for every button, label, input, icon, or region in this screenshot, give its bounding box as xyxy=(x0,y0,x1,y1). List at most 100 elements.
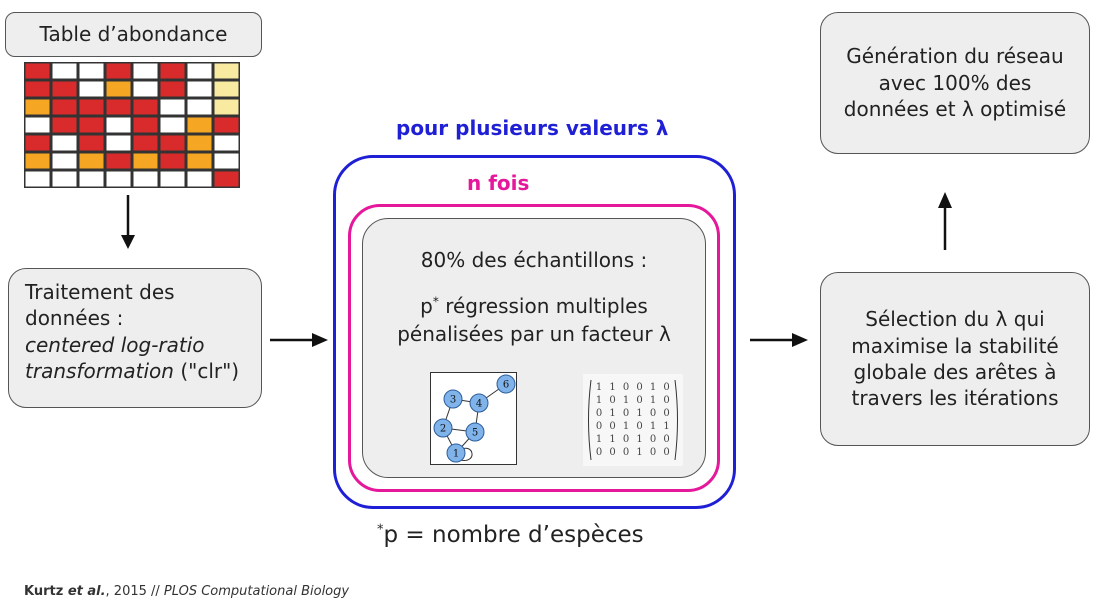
graph-node-label: 3 xyxy=(450,395,456,406)
heatmap-cell xyxy=(160,153,185,169)
matrix-cell: 0 xyxy=(636,382,642,393)
heatmap-cell xyxy=(133,153,158,169)
graph-node-label: 2 xyxy=(440,424,446,435)
matrix-cell: 1 xyxy=(636,434,642,445)
generation-line-1: Génération du réseau xyxy=(846,44,1064,69)
heatmap-cell xyxy=(52,99,77,115)
abundance-heatmap xyxy=(24,62,240,188)
core-line-1: 80% des échantillons : xyxy=(420,248,648,272)
heatmap-cell xyxy=(106,63,131,79)
heatmap-cell xyxy=(52,81,77,97)
matrix-cell: 0 xyxy=(650,408,656,419)
heatmap-cell xyxy=(214,81,239,97)
graph-node xyxy=(446,443,466,463)
matrix-cell: 1 xyxy=(623,421,629,432)
matrix-cell: 1 xyxy=(596,382,602,393)
heatmap-cell xyxy=(106,99,131,115)
heatmap-cell xyxy=(52,153,77,169)
heatmap-cell xyxy=(133,99,158,115)
heatmap-cell xyxy=(187,171,212,187)
matrix-cell: 0 xyxy=(663,408,669,419)
heatmap-cell xyxy=(160,81,185,97)
graph-node-label: 4 xyxy=(476,399,482,410)
heatmap-cell xyxy=(79,117,104,133)
heatmap-cell xyxy=(187,99,212,115)
inner-loop-label: n fois xyxy=(467,171,530,195)
heatmap-cell xyxy=(25,81,50,97)
selection-line-4: travers les itérations xyxy=(851,386,1059,411)
selection-box: Sélection du λ qui maximise la stabilité… xyxy=(820,272,1090,446)
matrix-cell: 1 xyxy=(609,434,615,445)
heatmap-cell xyxy=(106,135,131,151)
matrix-cell: 1 xyxy=(623,395,629,406)
footnote: *p = nombre d’espèces xyxy=(377,522,644,548)
matrix-cell: 0 xyxy=(623,434,629,445)
heatmap-cell xyxy=(187,81,212,97)
core-line-3: pénalisées par un facteur λ xyxy=(397,322,671,346)
matrix-cell: 0 xyxy=(663,382,669,393)
core-box: 80% des échantillons : p* régression mul… xyxy=(362,218,706,478)
selection-line-2: maximise la stabilité xyxy=(851,333,1059,358)
matrix-cell: 1 xyxy=(636,408,642,419)
graph-node xyxy=(465,422,485,442)
outer-loop-frame xyxy=(333,155,736,509)
heatmap-cell xyxy=(25,63,50,79)
outer-loop-label: pour plusieurs valeurs λ xyxy=(396,116,669,140)
processing-line-4: transformation ("clr") xyxy=(25,359,240,384)
arrow-down-1 xyxy=(121,195,135,249)
matrix-cell: 1 xyxy=(609,408,615,419)
heatmap-cell xyxy=(52,117,77,133)
heatmap-cell xyxy=(160,63,185,79)
graph-node xyxy=(433,418,453,438)
inner-loop-frame xyxy=(348,204,720,492)
matrix-cell: 1 xyxy=(609,382,615,393)
heatmap-cell xyxy=(133,117,158,133)
heatmap-cell xyxy=(106,171,131,187)
core-line-2: p* régression multiples xyxy=(420,294,648,318)
processing-box: Traitement des données : centered log-ra… xyxy=(8,268,262,408)
graph-node-label: 1 xyxy=(453,449,459,460)
matrix-cell: 0 xyxy=(596,408,602,419)
matrix-cell: 1 xyxy=(663,421,669,432)
graph-node xyxy=(469,393,489,413)
matrix-cell: 0 xyxy=(650,434,656,445)
matrix-cell: 0 xyxy=(609,395,615,406)
matrix-cell: 1 xyxy=(650,382,656,393)
matrix-cell: 1 xyxy=(596,434,602,445)
arrow-up xyxy=(938,192,952,250)
heatmap-cell xyxy=(187,63,212,79)
generation-line-2: avec 100% des xyxy=(878,70,1032,95)
heatmap-cell xyxy=(160,135,185,151)
arrow-right-1 xyxy=(270,333,328,347)
heatmap-cell xyxy=(187,135,212,151)
matrix-cell: 1 xyxy=(636,447,642,458)
matrix-cell: 0 xyxy=(596,447,602,458)
heatmap-cell xyxy=(52,63,77,79)
matrix-cell: 0 xyxy=(636,395,642,406)
selection-line-1: Sélection du λ qui xyxy=(865,307,1045,332)
matrix-cell: 0 xyxy=(623,408,629,419)
heatmap-cell xyxy=(214,63,239,79)
processing-line-3: centered log-ratio xyxy=(25,332,205,357)
heatmap-cell xyxy=(160,99,185,115)
heatmap-cell xyxy=(214,135,239,151)
matrix-cell: 0 xyxy=(663,447,669,458)
processing-line-1: Traitement des xyxy=(25,280,175,304)
graph-node-label: 5 xyxy=(472,428,478,439)
heatmap-cell xyxy=(187,153,212,169)
graph-node xyxy=(443,389,463,409)
heatmap-cell xyxy=(214,153,239,169)
heatmap-cell xyxy=(52,171,77,187)
selection-line-3: globale des arêtes à xyxy=(853,360,1057,384)
heatmap-cell xyxy=(79,135,104,151)
heatmap-cell xyxy=(106,81,131,97)
matrix-cell: 0 xyxy=(609,447,615,458)
matrix-cell: 1 xyxy=(650,421,656,432)
heatmap-cell xyxy=(79,153,104,169)
abundance-title-text: Table d’abondance xyxy=(39,22,228,47)
heatmap-cell xyxy=(25,153,50,169)
arrow-right-2 xyxy=(750,333,808,347)
matrix-cell: 0 xyxy=(663,395,669,406)
heatmap-cell xyxy=(79,171,104,187)
